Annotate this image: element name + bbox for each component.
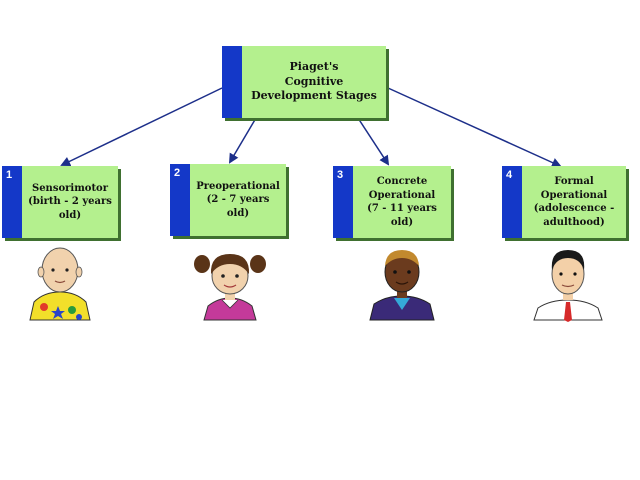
connector-stage-4 <box>387 87 562 168</box>
stage-title-4: Formal Operational (adolescence - adulth… <box>533 176 615 228</box>
baby-icon <box>29 247 91 321</box>
stage-node-4: 4 Formal Operational (adolescence - adul… <box>502 166 626 238</box>
root-node-title: Piaget's Cognitive Development Stages <box>251 59 377 103</box>
stage-title-1: Sensorimotor (birth - 2 years old) <box>28 182 112 221</box>
stage-number-4: 4 <box>502 166 522 238</box>
girl-icon <box>194 254 266 321</box>
stage-title-2: Preoperational (2 - 7 years old) <box>196 180 280 219</box>
connector-stage-2 <box>228 117 257 164</box>
stage-number-3: 3 <box>333 166 353 238</box>
stage-number-2: 2 <box>170 164 190 236</box>
root-node-bar <box>222 46 242 118</box>
stage-node-3: 3 Concrete Operational (7 - 11 years old… <box>333 166 451 238</box>
connector-stage-1 <box>60 87 223 167</box>
connector-stage-3 <box>357 117 390 166</box>
boy-icon <box>369 250 435 321</box>
stage-node-2: 2 Preoperational (2 - 7 years old) <box>170 164 286 236</box>
stage-node-1: 1 Sensorimotor (birth - 2 years old) <box>2 166 118 238</box>
stage-number-1: 1 <box>2 166 22 238</box>
stage-title-3: Concrete Operational (7 - 11 years old) <box>367 176 437 228</box>
adult-icon <box>533 250 603 322</box>
root-node: Piaget's Cognitive Development Stages <box>222 46 386 118</box>
